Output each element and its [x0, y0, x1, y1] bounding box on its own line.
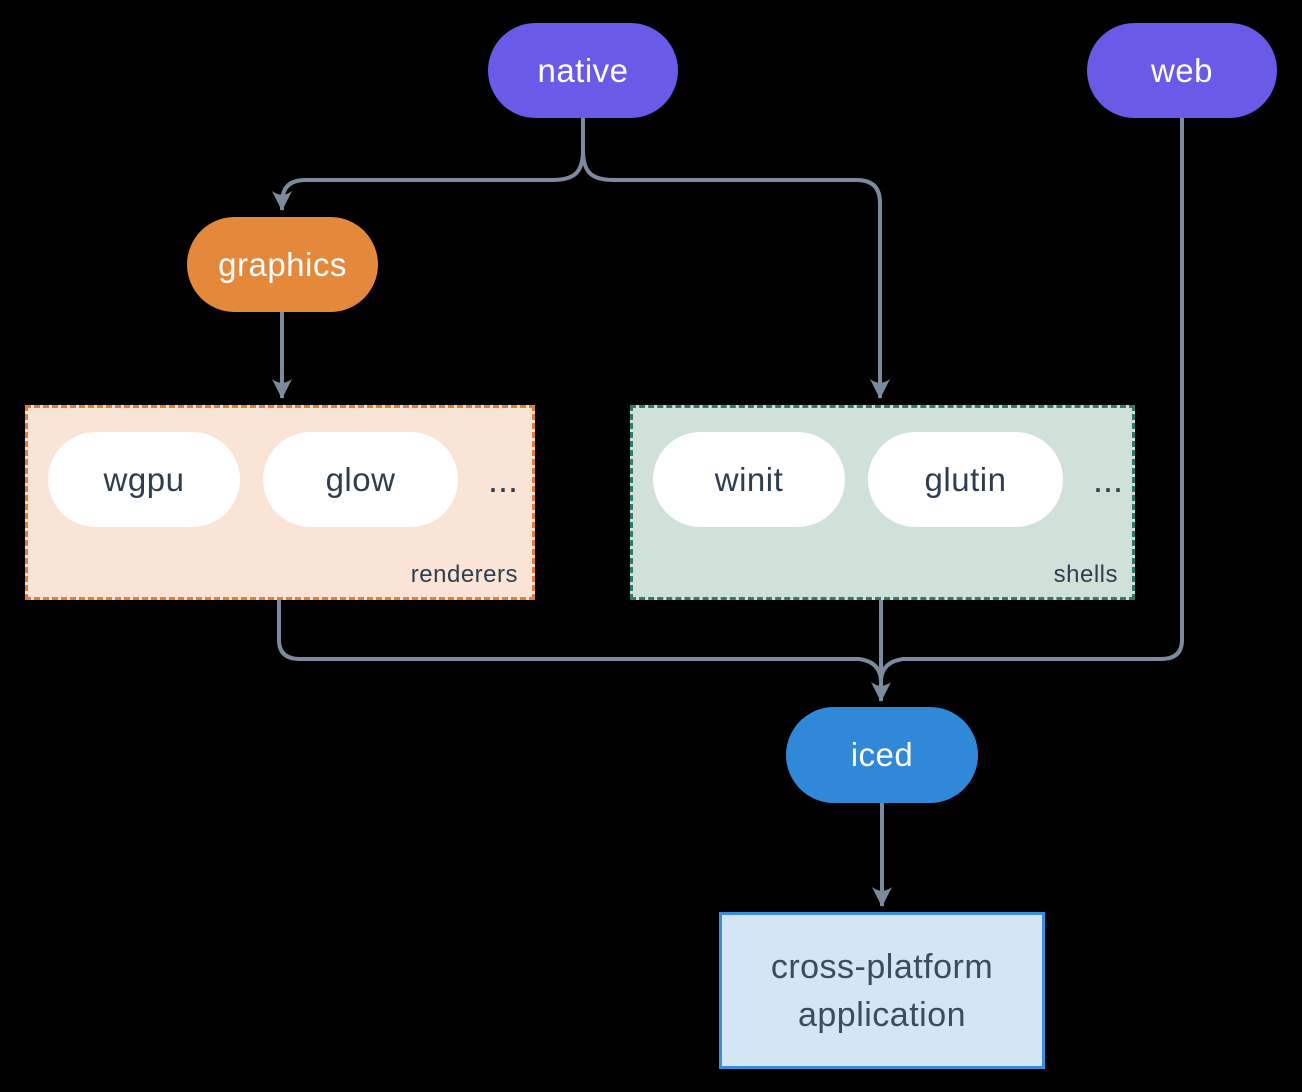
- group-renderers-label: renderers: [410, 561, 518, 588]
- node-graphics: graphics: [187, 217, 378, 312]
- edge-renderers-junction: [277, 600, 883, 683]
- node-cross-platform-application: cross-platform application: [719, 912, 1045, 1069]
- renderers-ellipsis: ...: [487, 458, 518, 500]
- group-shells-label: shells: [1053, 561, 1118, 588]
- application-label-line2: application: [797, 995, 967, 1034]
- node-web: web: [1087, 23, 1277, 118]
- edge-web-junction: [879, 118, 1184, 683]
- node-winit: winit: [653, 432, 845, 527]
- group-shells: winit glutin ... shells: [630, 405, 1135, 600]
- shells-ellipsis: ...: [1092, 458, 1123, 500]
- edge-native-shells: [581, 118, 890, 399]
- node-wgpu-label: wgpu: [103, 460, 185, 498]
- node-native: native: [488, 23, 678, 118]
- node-native-label: native: [537, 51, 629, 89]
- application-label-line1: cross-platform: [770, 947, 994, 986]
- node-glutin-label: glutin: [924, 460, 1007, 498]
- node-winit-label: winit: [714, 460, 784, 498]
- node-wgpu: wgpu: [48, 432, 240, 527]
- node-glow: glow: [263, 432, 458, 527]
- group-renderers: wgpu glow ... renderers: [25, 405, 535, 600]
- node-iced-label: iced: [850, 736, 914, 773]
- edge-native-graphics: [272, 118, 585, 211]
- node-glutin: glutin: [868, 432, 1063, 527]
- node-glow-label: glow: [325, 460, 396, 498]
- node-web-label: web: [1150, 51, 1214, 89]
- node-iced: iced: [786, 707, 978, 803]
- node-graphics-label: graphics: [218, 245, 347, 283]
